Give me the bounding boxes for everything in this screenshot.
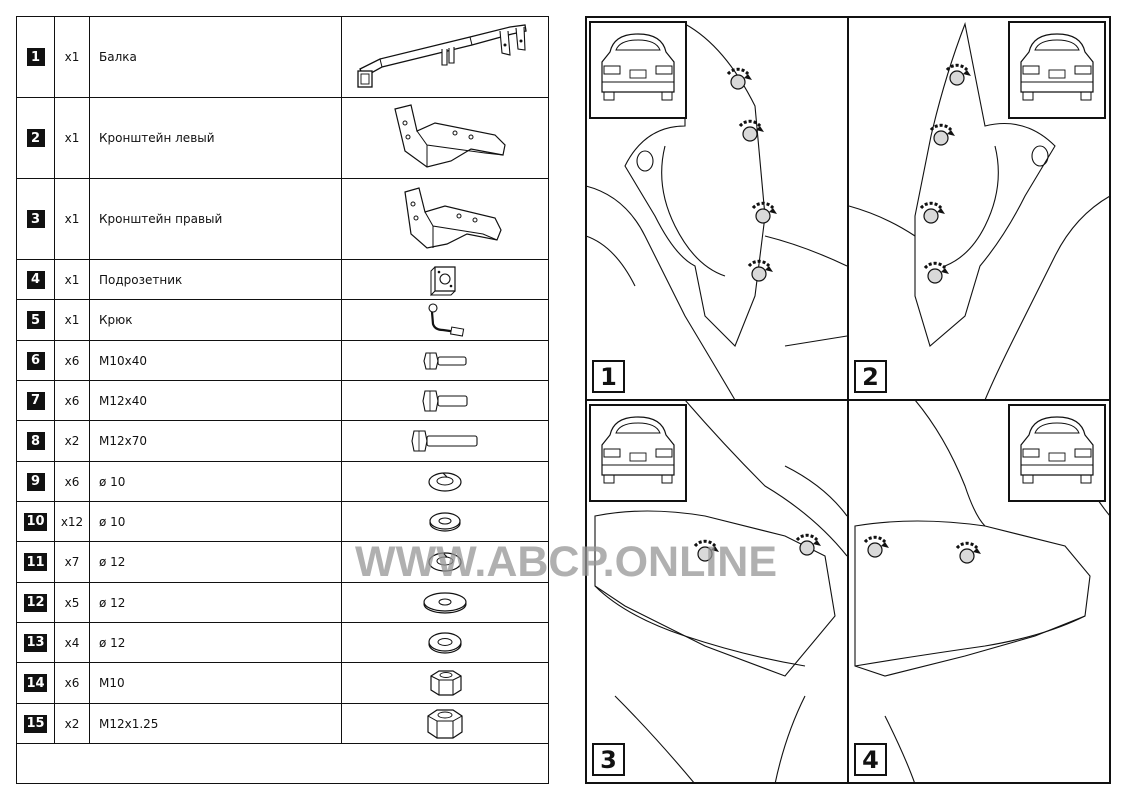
installation-steps-illustration: [585, 16, 1111, 784]
beam-icon: [357, 24, 527, 88]
table-row: 6 x6 M10x40: [17, 341, 548, 381]
part-number: 12: [24, 593, 47, 612]
part-quantity: x1: [55, 17, 90, 97]
table-row: 10 x12 ø 10: [17, 502, 548, 542]
bolt-icon: [422, 389, 468, 412]
table-row: 4 x1 Подрозетник: [17, 260, 548, 300]
part-number: 5: [26, 311, 45, 329]
large-washer-icon: [423, 591, 467, 614]
part-quantity: x6: [55, 462, 90, 501]
part-number: 11: [24, 553, 47, 571]
part-name: Кронштейн левый: [90, 98, 342, 178]
flat-washer-icon: [429, 511, 461, 532]
part-name: ø 12: [90, 583, 342, 622]
spring-washer-icon: [428, 471, 462, 492]
part-number: 9: [26, 472, 45, 491]
table-row: 12 x5 ø 12: [17, 583, 548, 623]
part-name: M12x1.25: [90, 704, 342, 743]
part-name: Крюк: [90, 300, 342, 340]
installation-diagram: 1 2 3 4: [585, 16, 1111, 784]
part-quantity: x6: [55, 341, 90, 380]
part-quantity: x1: [55, 179, 90, 259]
part-quantity: x7: [55, 542, 90, 582]
step-number-2: 2: [854, 360, 887, 393]
part-quantity: x1: [55, 300, 90, 340]
bolt-icon: [423, 351, 467, 370]
part-quantity: x12: [55, 502, 90, 541]
part-quantity: x6: [55, 663, 90, 703]
part-name: M10: [90, 663, 342, 703]
part-name: Балка: [90, 17, 342, 97]
part-name: Кронштейн правый: [90, 179, 342, 259]
part-name: M12x40: [90, 381, 342, 420]
flat-washer-icon: [428, 631, 462, 654]
table-row: 3 x1 Кронштейн правый: [17, 179, 548, 260]
part-quantity: x1: [55, 98, 90, 178]
right-bracket-icon: [404, 187, 502, 249]
part-number: 6: [26, 351, 45, 370]
part-quantity: x5: [55, 583, 90, 622]
part-number: 4: [26, 270, 45, 289]
table-row: 8 x2 M12x70: [17, 421, 548, 462]
table-row: 14 x6 M10: [17, 663, 548, 704]
long-bolt-icon: [411, 430, 478, 452]
hex-nut-large-icon: [427, 708, 463, 739]
step-number-4: 4: [854, 743, 887, 776]
part-number: 3: [26, 210, 45, 228]
hex-nut-icon: [430, 670, 462, 696]
watermark: WWW.ABCP.ONLINE: [355, 538, 778, 586]
part-name: ø 12: [90, 623, 342, 662]
part-quantity: x6: [55, 381, 90, 420]
part-name: M10x40: [90, 341, 342, 380]
part-number: 13: [24, 633, 47, 652]
table-row: 2 x1 Кронштейн левый: [17, 98, 548, 179]
table-row: 9 x6 ø 10: [17, 462, 548, 502]
parts-table: 1 x1 Балка 2 x1 Кронштейн левый: [16, 16, 549, 784]
socket-plate-icon: [430, 265, 456, 296]
part-quantity: x4: [55, 623, 90, 662]
part-quantity: x1: [55, 260, 90, 299]
part-number: 1: [26, 48, 45, 66]
spring-washer-icon: [428, 552, 462, 572]
part-name: ø 10: [90, 502, 342, 541]
part-name: ø 12: [90, 542, 342, 582]
step-number-3: 3: [592, 743, 625, 776]
part-number: 2: [26, 129, 45, 147]
hook-icon: [428, 303, 465, 337]
part-name: Подрозетник: [90, 260, 342, 299]
table-row: 11 x7 ø 12: [17, 542, 548, 583]
part-number: 14: [24, 674, 47, 692]
table-row: 7 x6 M12x40: [17, 381, 548, 421]
part-quantity: x2: [55, 421, 90, 461]
part-number: 15: [24, 714, 47, 733]
part-number: 7: [26, 391, 45, 410]
table-row: 15 x2 M12x1.25: [17, 704, 548, 744]
part-number: 8: [26, 432, 45, 450]
table-row: 13 x4 ø 12: [17, 623, 548, 663]
part-number: 10: [24, 512, 47, 531]
step-number-1: 1: [592, 360, 625, 393]
part-name: ø 10: [90, 462, 342, 501]
table-row: 5 x1 Крюк: [17, 300, 548, 341]
part-quantity: x2: [55, 704, 90, 743]
left-bracket-icon: [394, 104, 506, 168]
part-name: M12x70: [90, 421, 342, 461]
table-row: 1 x1 Балка: [17, 17, 548, 98]
